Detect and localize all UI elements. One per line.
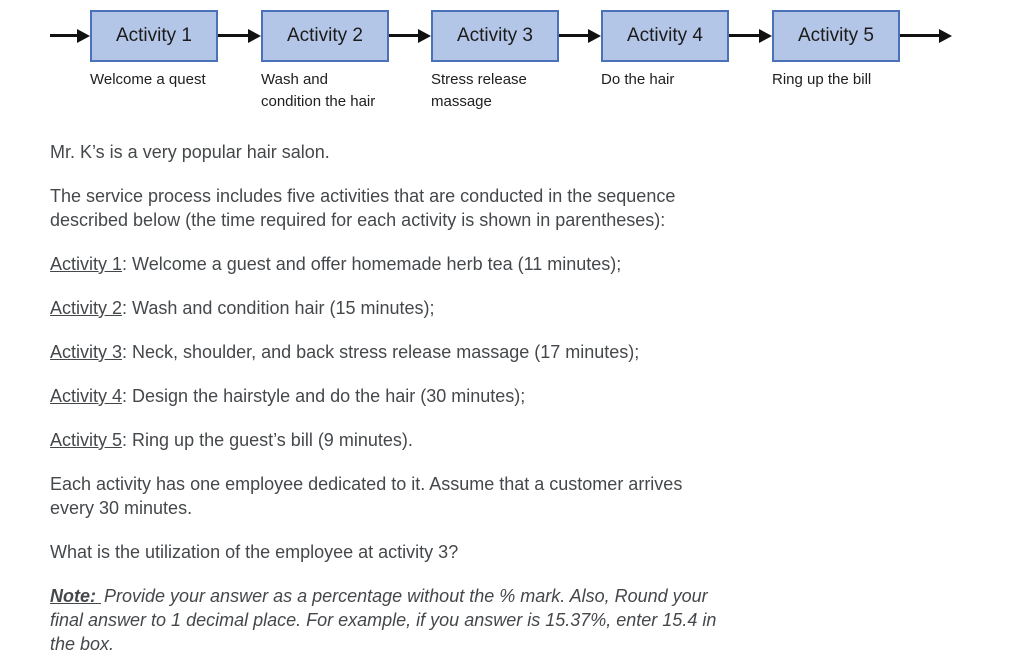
- arrow-line: [559, 34, 589, 37]
- note-label: Note:: [50, 586, 101, 606]
- arrow-head-icon: [759, 29, 772, 43]
- activity-line-5: Activity 5: Ring up the guest’s bill (9 …: [50, 428, 830, 452]
- arrow-head-icon: [248, 29, 261, 43]
- activity-line-1: Activity 1: Welcome a guest and offer ho…: [50, 252, 830, 276]
- activity-label: Activity 4: [50, 386, 123, 406]
- intro-paragraph: Mr. K’s is a very popular hair salon.: [50, 142, 330, 162]
- dedication-paragraph: Each activity has one employee dedicated…: [50, 474, 683, 518]
- activity-box-title: Activity 1: [115, 25, 193, 46]
- activity-box-3: Activity 3: [431, 10, 559, 62]
- question-text: What is the utilization of the employee …: [50, 542, 459, 562]
- activity-box-title: Activity 5: [797, 25, 875, 46]
- activity-box-caption: Stress release massage: [431, 71, 527, 110]
- activity-box-caption: Welcome a quest: [90, 71, 206, 88]
- arrow-line: [729, 34, 760, 37]
- note-paragraph: Note: Provide your answer as a percentag…: [50, 584, 830, 653]
- arrow-head-icon: [939, 29, 952, 43]
- arrow-line: [389, 34, 419, 37]
- activity-line-4: Activity 4: Design the hairstyle and do …: [50, 384, 830, 408]
- activity-label: Activity 2: [50, 298, 123, 318]
- activity-label: Activity 5: [50, 430, 123, 450]
- process-flow-diagram: Activity 1 Activity 2 Activity 3 Activit…: [0, 0, 1024, 120]
- activity-box-2: Activity 2: [261, 10, 389, 62]
- note-text: Provide your answer as a percentage with…: [50, 586, 717, 653]
- activity-text: : Neck, shoulder, and back stress releas…: [122, 342, 640, 362]
- arrow-head-icon: [588, 29, 601, 43]
- activity-line-2: Activity 2: Wash and condition hair (15 …: [50, 296, 830, 320]
- process-paragraph: The service process includes five activi…: [50, 186, 676, 230]
- problem-statement: Mr. K’s is a very popular hair salon. Th…: [50, 140, 830, 653]
- activity-box-title: Activity 2: [286, 25, 364, 46]
- activity-text: : Ring up the guest’s bill (9 minutes).: [122, 430, 413, 450]
- activity-label: Activity 3: [50, 342, 123, 362]
- activity-box-5: Activity 5: [772, 10, 900, 62]
- activity-text: : Design the hairstyle and do the hair (…: [122, 386, 526, 406]
- arrow-line: [218, 34, 249, 37]
- arrow-line: [50, 34, 78, 37]
- activity-box-title: Activity 3: [456, 25, 534, 46]
- activity-text: : Wash and condition hair (15 minutes);: [122, 298, 435, 318]
- activity-box-caption: Ring up the bill: [772, 71, 872, 88]
- arrow-line: [900, 34, 940, 37]
- activity-box-caption: Do the hair: [601, 71, 675, 88]
- arrow-head-icon: [418, 29, 431, 43]
- activity-box-caption: Wash and condition the hair: [261, 71, 376, 110]
- activity-text: : Welcome a guest and offer homemade her…: [122, 254, 622, 274]
- activity-line-3: Activity 3: Neck, shoulder, and back str…: [50, 340, 830, 364]
- arrow-head-icon: [77, 29, 90, 43]
- activity-label: Activity 1: [50, 254, 123, 274]
- activity-box-1: Activity 1: [90, 10, 218, 62]
- activity-box-4: Activity 4: [601, 10, 729, 62]
- activity-box-title: Activity 4: [626, 25, 704, 46]
